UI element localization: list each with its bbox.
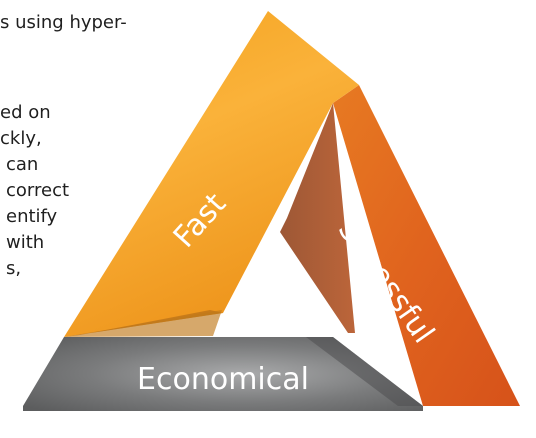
successful-segment [333, 85, 520, 406]
economical-edge-shade [306, 337, 423, 406]
body-text-line: ckly, [0, 128, 42, 149]
fast-segment [64, 11, 359, 337]
body-text-line: with [6, 232, 45, 253]
body-text-line: correct [6, 180, 70, 201]
successful-fold-shade [280, 103, 355, 333]
body-text-line: ed on [0, 102, 51, 123]
fast-lower-shade [64, 310, 222, 337]
economical-segment [23, 337, 423, 411]
body-text-line: s, [6, 258, 22, 279]
body-text-line: entify [6, 206, 58, 227]
body-text-line: can [6, 154, 39, 175]
body-text-line: s using hyper- [0, 12, 127, 33]
economical-label: Economical [137, 362, 309, 397]
